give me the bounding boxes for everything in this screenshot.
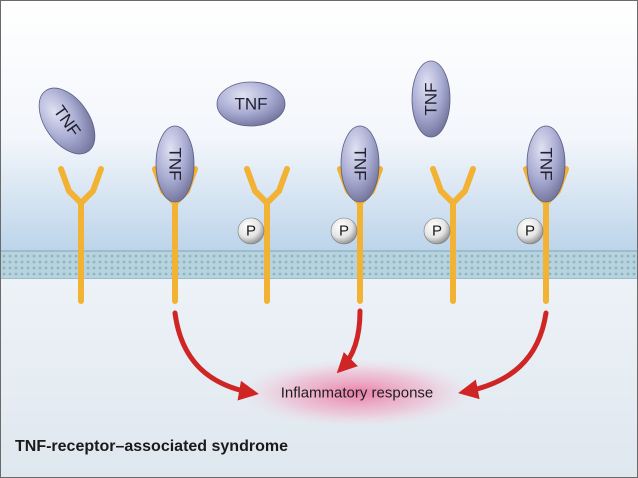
phosphate-receptor-6: P [516,217,544,245]
tnf-label: TNF [234,95,267,114]
phosphate-receptor-3: P [237,217,265,245]
tnf-label: TNF [537,147,556,180]
tnf-free-3: TNF [411,60,451,138]
phosphate-label: P [246,223,256,240]
phosphate-label: P [525,223,535,240]
tnf-bound-receptor-4: TNF [340,125,380,203]
phosphate-label: P [432,223,442,240]
phosphate-receptor-5: P [423,217,451,245]
tnf-bound-receptor-2: TNF [155,125,195,203]
tnf-free-1: TNF [38,87,96,155]
signal-arrow-left [172,310,259,401]
phosphate-receptor-4: P [330,217,358,245]
tnf-free-2: TNF [216,81,286,127]
receptor-1 [58,166,104,304]
inflammatory-response-label: Inflammatory response [281,385,434,402]
tnf-bound-receptor-6: TNF [526,125,566,203]
inflammation-glow [239,359,475,427]
tnf-label: TNF [422,82,441,115]
figure-caption: TNF-receptor–associated syndrome [15,438,288,455]
phosphate-label: P [339,223,349,240]
tnf-label: TNF [166,147,185,180]
signal-arrow-middle [336,308,363,374]
tnf-label: TNF [351,147,370,180]
receptor-5 [430,166,476,304]
signal-arrow-right [458,310,549,400]
receptor-3 [244,166,290,304]
extracellular-space [1,1,637,251]
cell-membrane [1,251,637,279]
